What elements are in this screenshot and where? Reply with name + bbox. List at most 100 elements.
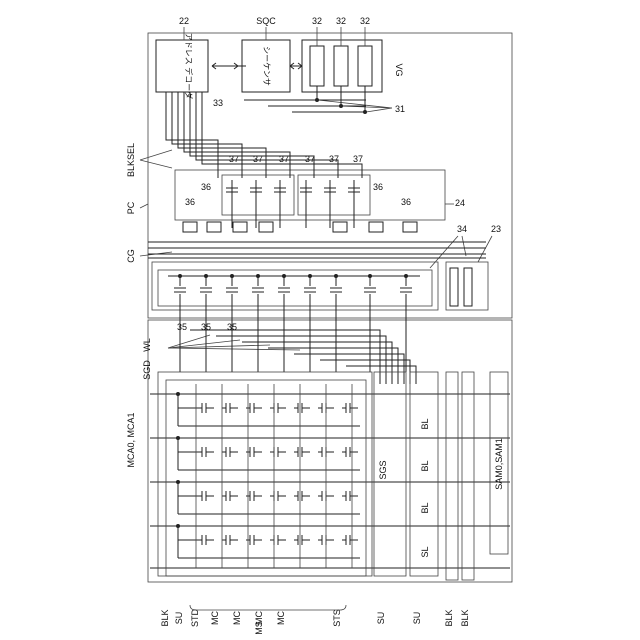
bottom-label: STS <box>332 609 342 627</box>
cg-row-frame <box>152 262 438 310</box>
ref-36-small-a: 36 <box>185 197 195 207</box>
pc-label: PC <box>126 201 136 214</box>
memory-cell <box>198 403 214 413</box>
ref-23: 23 <box>491 224 501 234</box>
ref-24: 24 <box>455 198 465 208</box>
address-decoder-label: アドレス デコーダ <box>184 33 194 100</box>
cg-transistor <box>304 276 316 372</box>
cg-transistors <box>168 274 420 372</box>
small-driver-box <box>369 222 383 232</box>
junction-dot <box>176 524 180 528</box>
bottom-label: MC <box>276 611 286 625</box>
bl-label-1: BL <box>420 418 430 429</box>
blksel-leader-b <box>140 160 172 168</box>
ref-33: 33 <box>213 98 223 108</box>
memory-cell <box>342 403 358 413</box>
ref-22: 22 <box>179 16 189 26</box>
memory-cell <box>270 535 286 545</box>
small-driver-box <box>403 222 417 232</box>
bottom-label: BLK <box>160 609 170 626</box>
wiring <box>148 86 486 384</box>
memory-cell <box>198 535 214 545</box>
memory-cell <box>222 403 238 413</box>
bottom-labels: BLKSUSTDMCMCMCMCSTSSUSUBLKBLK <box>160 608 470 627</box>
memory-cell <box>198 491 214 501</box>
blk-column-b <box>462 372 474 580</box>
decoder-line <box>172 92 242 178</box>
wl-fan-line <box>190 330 380 384</box>
small-driver-box <box>233 222 247 232</box>
resistor-34-b <box>464 268 472 306</box>
bottom-label: BLK <box>460 609 470 626</box>
transistor-group-36-left <box>222 175 294 215</box>
cell-wiring <box>178 408 360 426</box>
cg-transistor <box>364 276 376 372</box>
transistor-group-36-right <box>298 175 370 215</box>
wl-label: WL <box>142 338 152 352</box>
sqc-label: SQC <box>256 16 276 26</box>
sgs-label: SGS <box>378 460 388 479</box>
select-transistor <box>250 180 262 228</box>
cg-label: CG <box>126 249 136 263</box>
memory-cell <box>342 447 358 457</box>
address-decoder-box <box>156 40 208 92</box>
sam-label: SAM0,SAM1 <box>494 438 504 490</box>
ref-31: 31 <box>395 104 405 114</box>
cg-transistor <box>278 276 290 372</box>
memory-cell <box>294 403 310 413</box>
sl-label: SL <box>420 546 430 557</box>
small-box-row <box>183 222 417 232</box>
ref-34: 34 <box>457 224 467 234</box>
small-driver-box <box>183 222 197 232</box>
array-frame <box>148 320 512 582</box>
sgd-label: SGD <box>142 360 152 380</box>
block-24-frame <box>175 170 445 220</box>
blksel-label: BLKSEL <box>126 143 136 177</box>
bl-label-2: BL <box>420 460 430 471</box>
select-transistor <box>324 180 336 228</box>
cg-transistor-strip <box>158 270 432 306</box>
bottom-label: BLK <box>444 609 454 626</box>
vg-driver-2 <box>334 46 348 86</box>
bottom-label: SU <box>174 612 184 625</box>
memory-cell <box>270 403 286 413</box>
memory-cell <box>222 535 238 545</box>
bottom-label: SU <box>412 612 422 625</box>
bl-label-3: BL <box>420 502 430 513</box>
pc-leader <box>140 204 148 208</box>
small-driver-box <box>207 222 221 232</box>
cell-wiring <box>178 496 360 514</box>
vg-driver-1 <box>310 46 324 86</box>
memory-cell <box>222 491 238 501</box>
vg-label: VG <box>394 63 404 76</box>
cg-transistor <box>252 276 264 372</box>
memory-cell <box>270 491 286 501</box>
ref-36-right: 36 <box>373 182 383 192</box>
ref-36-small-b: 36 <box>401 197 411 207</box>
memory-cell <box>294 535 310 545</box>
ref-35-1: 35 <box>177 322 187 332</box>
memory-cell-array <box>150 384 510 568</box>
bottom-label: MC <box>232 611 242 625</box>
decoder-line <box>184 92 290 178</box>
ref-36-left: 36 <box>201 182 211 192</box>
memory-cell <box>198 447 214 457</box>
small-driver-box <box>333 222 347 232</box>
select-transistor <box>226 180 238 228</box>
sequencer-label: シーケンサ <box>262 46 271 86</box>
cg-transistor <box>400 276 412 372</box>
memory-cell <box>342 491 358 501</box>
bottom-label: MC <box>210 611 220 625</box>
ref-37-6: 37 <box>353 154 363 164</box>
memory-cell <box>270 447 286 457</box>
su-column-b <box>410 372 438 576</box>
select-transistors <box>226 180 360 228</box>
blk-column-a <box>446 372 458 580</box>
ref-32-a: 32 <box>312 16 322 26</box>
leader-34-b <box>462 236 466 256</box>
bottom-label: SU <box>376 612 386 625</box>
cell-wiring <box>178 540 360 558</box>
junction-dot <box>176 436 180 440</box>
